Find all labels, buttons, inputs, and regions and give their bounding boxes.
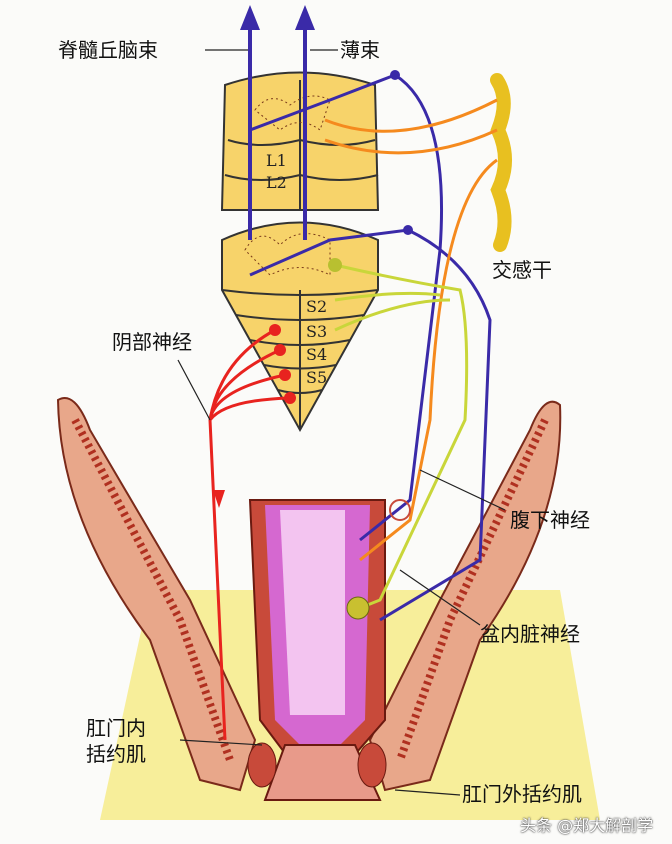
external-sphincter-right bbox=[357, 742, 387, 788]
pudendal-nerve bbox=[208, 328, 291, 741]
external-sphincter-left bbox=[247, 742, 277, 788]
segment-s4: S4 bbox=[306, 345, 327, 364]
label-internal-sphincter-line1: 肛门内 bbox=[86, 716, 146, 740]
label-internal-sphincter-line2: 括约肌 bbox=[86, 742, 146, 766]
pelvic-splanchnic-fiber bbox=[334, 263, 469, 612]
label-pelvic-splanchnic-nerve: 盆内脏神经 bbox=[480, 622, 580, 646]
segment-s5: S5 bbox=[306, 368, 327, 387]
segment-s3: S3 bbox=[306, 322, 327, 341]
watermark: 头条 @郑大解剖学 bbox=[520, 816, 654, 835]
label-external-sphincter: 肛门外括约肌 bbox=[462, 782, 582, 806]
label-pudendal-nerve: 阴部神经 bbox=[112, 330, 192, 354]
segment-l2: L2 bbox=[266, 173, 287, 192]
hypogastric-ganglion-marker bbox=[389, 499, 411, 521]
pelvic-ganglion bbox=[346, 596, 370, 620]
label-gracile-tract: 薄束 bbox=[340, 38, 380, 62]
right-levator-wall bbox=[368, 400, 562, 792]
segment-s2: S2 bbox=[306, 297, 327, 316]
segment-l1: L1 bbox=[266, 151, 287, 170]
sympathetic-fiber-1 bbox=[324, 98, 498, 133]
hypogastric-fiber bbox=[359, 158, 498, 562]
sympathetic-trunk bbox=[490, 73, 512, 252]
label-spinothalamic-tract: 脊髓丘脑束 bbox=[58, 38, 158, 62]
label-sympathetic-trunk: 交感干 bbox=[492, 258, 552, 282]
label-hypogastric-nerve: 腹下神经 bbox=[510, 508, 590, 532]
